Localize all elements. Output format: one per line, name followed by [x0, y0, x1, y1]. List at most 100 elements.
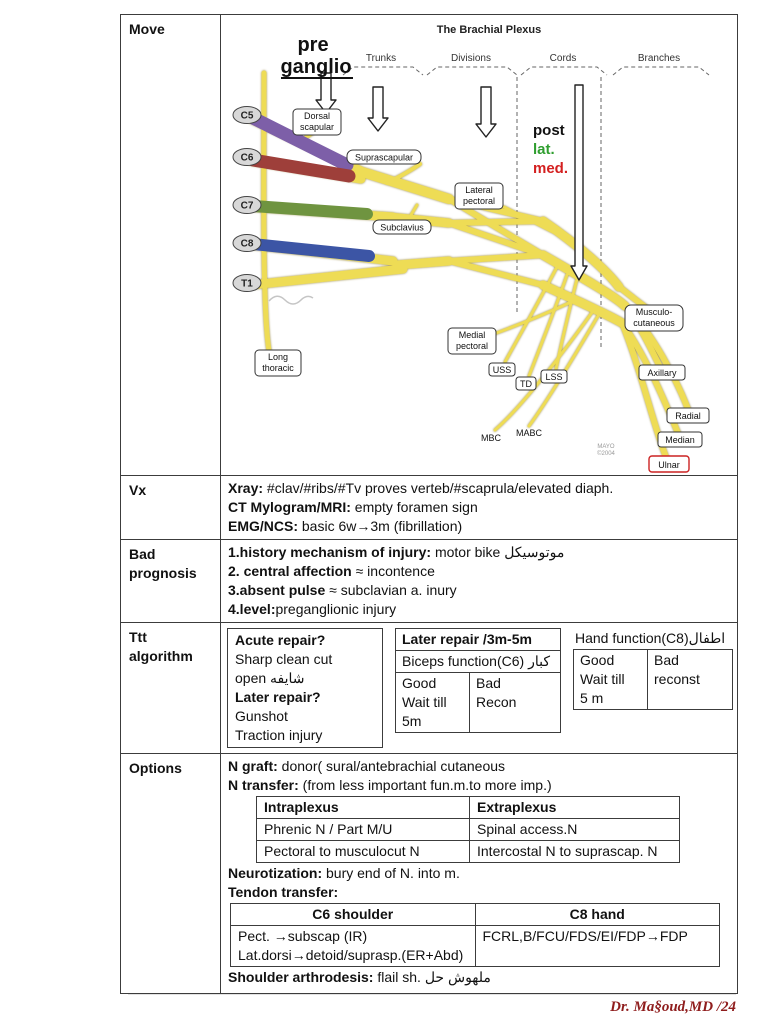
vx-ct-text: empty foramen sign: [350, 499, 478, 515]
hand-function-subtitle: Hand function(C8)اطفال: [575, 630, 726, 646]
svg-text:USS: USS: [493, 365, 512, 375]
preganglio-label-line2: ganglio: [280, 56, 351, 78]
division-path: [446, 258, 546, 288]
svg-text:Ulnar: Ulnar: [658, 460, 680, 470]
label-subclavius: Subclavius: [372, 219, 432, 235]
suprascapular-path: [385, 162, 422, 185]
biceps-bad-2: Recon: [476, 694, 517, 710]
lateral-pectoral-path: [502, 205, 559, 236]
svg-text:Long: Long: [268, 352, 288, 362]
c8-hand-cell: FCRL,B/FCU/FDS/EI/FDP→FDP: [474, 925, 720, 967]
row-label-move: Move: [121, 15, 221, 475]
later-repair-line: Traction injury: [235, 727, 323, 743]
c7-root-oval: [232, 196, 262, 214]
mbc-path: [493, 309, 595, 432]
c5-root-oval: [232, 106, 262, 124]
acute-repair-box: Acute repair? Sharp clean cut open شايفه…: [227, 628, 383, 748]
c6-shoulder-cell: Pect. →subscap (IR) Lat.dorsi→detoid/sup…: [230, 925, 476, 967]
svg-text:LSS: LSS: [545, 372, 562, 382]
ngraft-text: donor( sural/antebrachial cutaneous: [277, 758, 506, 774]
svg-text:Medial: Medial: [459, 330, 486, 340]
biceps-bad-1: Bad: [476, 675, 501, 691]
c8-root-oval: [232, 234, 262, 252]
row-vx: Vx Xray: #clav/#ribs/#Tv proves verteb/#…: [121, 475, 737, 539]
label-uss: USS: [488, 362, 516, 377]
c8-hand-header: C8 hand: [474, 903, 720, 926]
c6-shoulder-line2: Lat.dorsi→detoid/suprasp.(ER+Abd): [238, 947, 464, 963]
ngraft-term: N graft:: [228, 758, 278, 774]
lss-path: [554, 277, 579, 371]
bad-term-3: 3.absent pulse: [228, 582, 326, 598]
svg-text:cutaneous: cutaneous: [633, 318, 675, 328]
later-repair-line: Gunshot: [235, 708, 288, 724]
brachial-plexus-diagram: The Brachial Plexus pre ganglio Trunks D…: [232, 24, 710, 473]
row-bad-prognosis: Bad prognosis 1.history mechanism of inj…: [121, 539, 737, 622]
svg-text:Dorsal: Dorsal: [304, 111, 330, 121]
svg-text:Subclavius: Subclavius: [380, 223, 424, 233]
label-dorsal-scapular: Dorsal scapular: [292, 108, 342, 136]
c6-root-label: C6: [241, 153, 254, 164]
c6-color-band: [246, 153, 356, 183]
label-median: Median: [657, 431, 703, 448]
row-ttt-algorithm: Ttt algorithm Acute repair? Sharp clean …: [121, 622, 737, 753]
vx-xray-text: #clav/#ribs/#Tv proves verteb/#scaprula/…: [263, 480, 614, 496]
subclavius-path: [406, 203, 419, 222]
bad-line-3: 3.absent pulse ≈ subclavian a. inury: [228, 581, 730, 600]
hand-good-3: 5 m: [580, 690, 604, 706]
vx-xray-line: Xray: #clav/#ribs/#Tv proves verteb/#sca…: [228, 479, 730, 498]
svg-text:Suprascapular: Suprascapular: [355, 153, 413, 163]
table-row: Pect. →subscap (IR) Lat.dorsi→detoid/sup…: [230, 925, 720, 967]
c5-root-label: C5: [241, 111, 254, 122]
ngraft-line: N graft: donor( sural/antebrachial cutan…: [228, 757, 730, 776]
cords-bracket: [520, 66, 608, 76]
plexus-transfer-table: Intraplexus Extraplexus Phrenic N / Part…: [256, 796, 680, 863]
row-move: Move: [121, 15, 737, 475]
extraplexus-row1: Spinal access.N: [469, 818, 680, 841]
down-arrow-trunks: [367, 86, 389, 132]
vx-emg-text: basic 6w→3m (fibrillation): [298, 518, 463, 534]
neurotization-text: bury end of N. into m.: [322, 865, 460, 881]
lat-cord-label: lat.: [533, 141, 555, 158]
svg-text:Axillary: Axillary: [647, 368, 677, 378]
vx-cell: Xray: #clav/#ribs/#Tv proves verteb/#sca…: [221, 476, 737, 539]
later-repair-table: Later repair /3m-5m Biceps function(C6) …: [395, 628, 561, 733]
c7-color-band: [247, 200, 373, 220]
hand-bad-2: reconst: [654, 671, 700, 687]
med-cord-label: med.: [533, 160, 568, 177]
bad-text-3: ≈ subclavian a. inury: [325, 582, 457, 598]
header-cords: Cords: [550, 53, 577, 64]
hand-good-2: Wait till: [580, 671, 625, 687]
bad-term-4: 4.level:: [228, 601, 276, 617]
biceps-good-cell: Good Wait till 5m: [396, 673, 470, 732]
bad-prognosis-cell: 1.history mechanism of injury: motor bik…: [221, 540, 737, 622]
table-row: Phrenic N / Part M/U Spinal access.N: [256, 818, 680, 841]
t1-root-label: T1: [241, 279, 253, 290]
ntransfer-term: N transfer:: [228, 777, 299, 793]
tendon-transfer-line: Tendon transfer:: [228, 883, 730, 902]
c6-shoulder-header: C6 shoulder: [230, 903, 476, 926]
hand-bad-1: Bad: [654, 652, 679, 668]
extraplexus-row2: Intercostal N to suprascap. N: [469, 840, 680, 863]
label-lss: LSS: [540, 369, 568, 384]
hand-bad-cell: Bad reconst: [648, 650, 706, 709]
extraplexus-header: Extraplexus: [469, 796, 680, 819]
c8-color-band: [247, 238, 375, 262]
header-trunks: Trunks: [366, 53, 396, 64]
c5-color-band: [246, 111, 354, 172]
post-cord-label: post: [533, 122, 565, 139]
arthrodesis-line: Shoulder arthrodesis: flail sh. ملهوش حل: [228, 968, 730, 987]
label-medial-pectoral: Medial pectoral: [447, 327, 497, 355]
acute-repair-title: Acute repair?: [235, 632, 326, 648]
arthrodesis-text: flail sh. ملهوش حل: [373, 969, 491, 985]
table-row: Pectoral to musculocut N Intercostal N t…: [256, 840, 680, 863]
options-cell: N graft: donor( sural/antebrachial cutan…: [221, 754, 737, 993]
bad-text-2: ≈ incontence: [351, 563, 435, 579]
nerve-labels: Dorsal scapular Suprascapular Lateral pe…: [254, 108, 710, 473]
header-divisions: Divisions: [451, 53, 491, 64]
label-long-thoracic: Long thoracic: [254, 349, 302, 377]
biceps-good-2: Wait till: [402, 694, 447, 710]
division-path: [446, 220, 546, 258]
spinal-column-path: [261, 70, 272, 354]
row-label-ttt: Ttt algorithm: [121, 623, 221, 753]
